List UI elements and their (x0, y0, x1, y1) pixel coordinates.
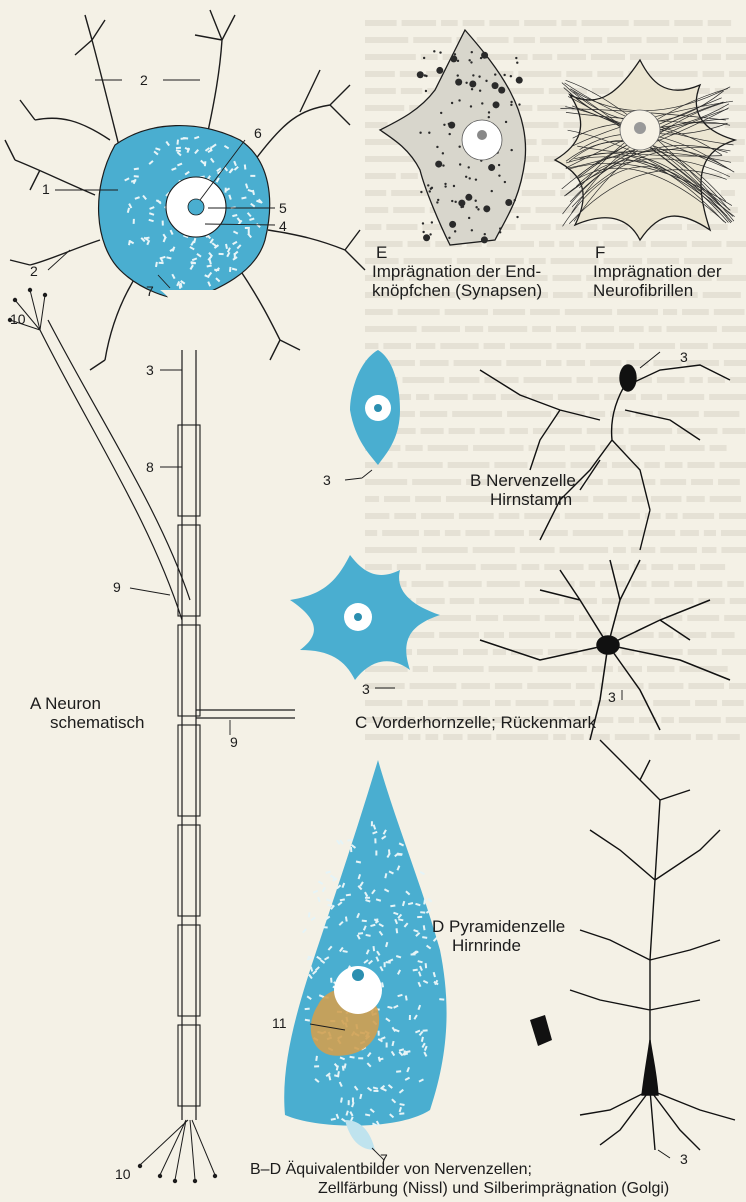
label-a-letter: A (30, 694, 40, 713)
label-f: F Imprägnation der Neurofibrillen (593, 243, 722, 300)
label-c-letter: C (355, 713, 367, 732)
label-d-line2: Hirnrinde (432, 936, 521, 955)
num-2-left: 2 (30, 264, 38, 278)
label-a-line2: schematisch (30, 713, 144, 732)
axon-collateral-right (196, 710, 295, 718)
label-a-line1: Neuron (45, 694, 101, 713)
num-10-top: 10 (10, 312, 26, 326)
label-b: B Nervenzelle Hirnstamm (470, 471, 576, 509)
label-f-letter: F (593, 243, 722, 262)
label-a: A Neuron schematisch (30, 694, 144, 732)
num-3-c: 3 (323, 473, 331, 487)
label-b-line1: Nervenzelle (486, 471, 576, 490)
cell-neurofibrils (555, 60, 735, 240)
num-3-f: 3 (680, 1152, 688, 1166)
anterior-horn-nissl (290, 555, 440, 688)
label-b-line2: Hirnstamm (470, 490, 572, 509)
axon (182, 350, 196, 1120)
caption-line2: Zellfärbung (Nissl) und Silberimprägnati… (250, 1179, 669, 1198)
brainstem-nissl (345, 350, 400, 480)
num-3-d: 3 (362, 682, 370, 696)
num-8: 8 (146, 460, 154, 474)
terminal-boutons (8, 288, 217, 1183)
num-6: 6 (254, 126, 262, 140)
nucleolus (188, 199, 204, 215)
num-11: 11 (272, 1016, 287, 1030)
num-2-top: 2 (140, 73, 148, 87)
label-f-line2: Neurofibrillen (593, 281, 722, 300)
black-fragment (530, 1015, 552, 1046)
num-7-b: 7 (380, 1152, 388, 1166)
num-9-a: 9 (113, 580, 121, 594)
num-3-a: 3 (146, 363, 154, 377)
axon-collateral-left (40, 320, 190, 620)
num-9-b: 9 (230, 735, 238, 749)
terminal-branches (10, 290, 215, 1180)
cell-synapses (380, 30, 526, 245)
label-c: C Vorderhornzelle; Rückenmark (355, 713, 596, 732)
num-5: 5 (279, 201, 287, 215)
num-7-a: 7 (146, 284, 154, 298)
num-4: 4 (279, 219, 287, 233)
num-1: 1 (42, 182, 50, 196)
pyramidal-golgi (570, 740, 735, 1158)
label-d-line1: Pyramidenzelle (449, 917, 565, 936)
caption: B–D Äquivalentbilder von Nervenzellen; Z… (250, 1160, 669, 1198)
num-3-b: 3 (680, 350, 688, 364)
label-e-line1: Imprägnation der End- (372, 262, 542, 281)
label-f-line1: Imprägnation der (593, 262, 722, 281)
caption-line1: B–D Äquivalentbilder von Nervenzellen; (250, 1160, 669, 1179)
pyramidal-nissl (284, 760, 446, 1160)
label-e-letter: E (372, 243, 542, 262)
label-d-letter: D (432, 917, 444, 936)
label-b-letter: B (470, 471, 481, 490)
label-c-text: Vorderhornzelle; Rückenmark (372, 713, 596, 732)
num-10-bottom: 10 (115, 1167, 131, 1181)
label-e-line2: knöpfchen (Synapsen) (372, 281, 542, 300)
myelin-sheath (178, 425, 200, 1106)
label-e: E Imprägnation der End- knöpfchen (Synap… (372, 243, 542, 300)
label-d: D Pyramidenzelle Hirnrinde (432, 917, 565, 955)
brainstem-golgi (480, 352, 730, 550)
num-3-e: 3 (608, 690, 616, 704)
